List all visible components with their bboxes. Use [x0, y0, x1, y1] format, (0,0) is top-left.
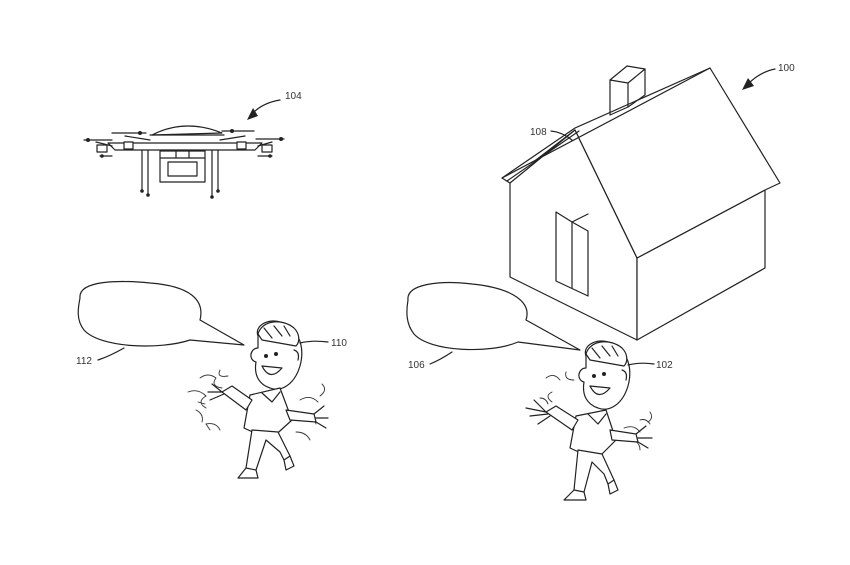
house: [501, 65, 781, 341]
leader-line-102: [627, 362, 655, 366]
person-right: [525, 340, 653, 501]
leader-line-112: [97, 347, 125, 361]
ref-label-108: 108: [530, 127, 547, 138]
ref-label-100: 100: [778, 63, 795, 74]
ref-label-102: 102: [656, 360, 673, 371]
speech-bubble-right: [406, 281, 581, 351]
leader-line-110: [299, 340, 329, 344]
ref-label-106: 106: [408, 360, 425, 371]
leader-arrow-100: [747, 68, 776, 85]
person-left: [187, 320, 329, 479]
ref-label-110: 110: [331, 338, 347, 349]
leader-line-106: [429, 351, 453, 365]
delivery-drone: [83, 125, 285, 199]
ref-label-104: 104: [285, 91, 302, 102]
ref-label-112: 112: [76, 356, 92, 367]
speech-bubble-left: [77, 280, 245, 347]
leader-line-108: [550, 130, 573, 141]
leader-arrow-104: [251, 99, 281, 115]
